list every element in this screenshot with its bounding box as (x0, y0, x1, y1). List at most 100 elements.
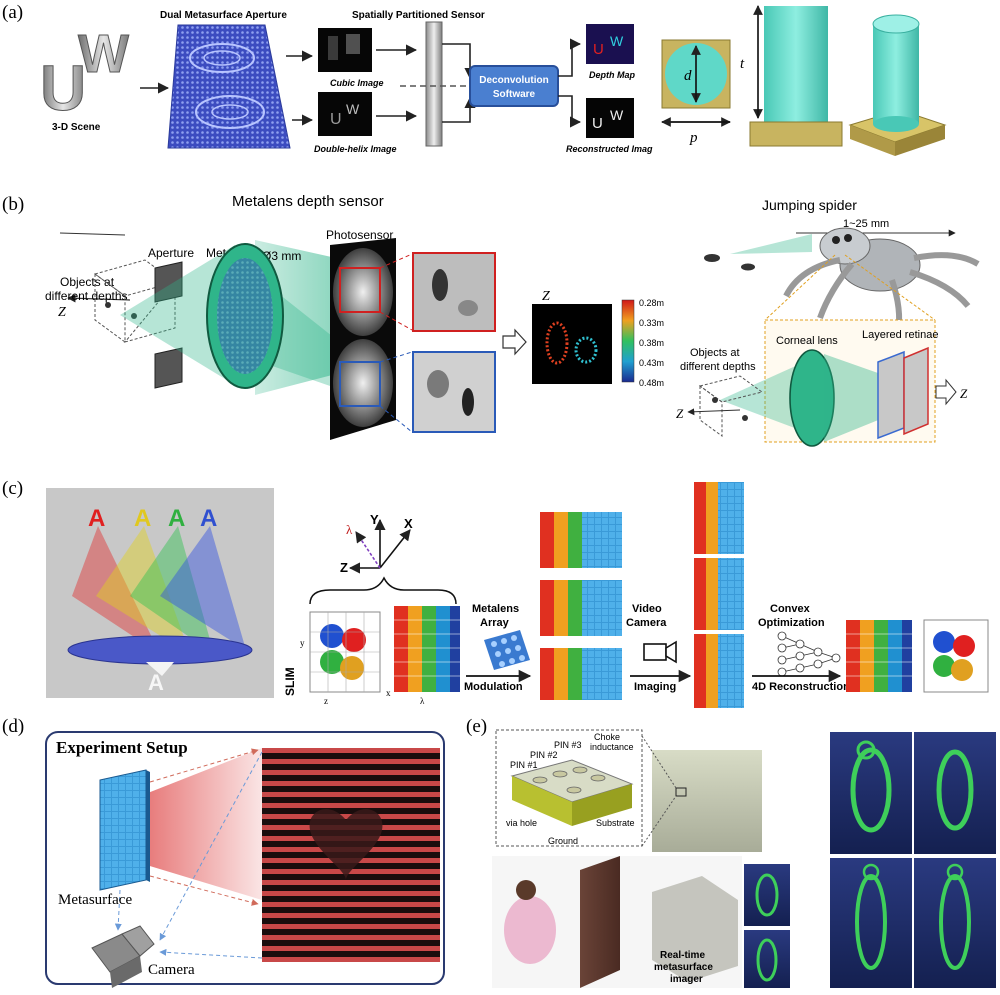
svg-text:U: U (330, 111, 342, 128)
c-slim: SLIM (283, 667, 297, 696)
b-depth-map (532, 304, 612, 384)
cubic-label: Cubic Image (330, 78, 384, 88)
c-convex-1: Convex (770, 603, 811, 615)
d-title: Experiment Setup (56, 738, 188, 757)
b-depth-z: Z (542, 289, 550, 304)
e-imager-2: metasurface (654, 962, 713, 973)
b-light-cone (120, 245, 235, 385)
dim-d: d (684, 68, 692, 84)
svg-text:U: U (592, 115, 603, 132)
b-colorbar (621, 299, 635, 383)
panel-a-label: (a) (2, 2, 24, 23)
software-label-1: Deconvolution (479, 75, 548, 86)
helix-image (318, 92, 372, 136)
c-letter-green: A (168, 505, 185, 532)
c-camera-icon (643, 643, 667, 661)
c-metalens-disc (67, 635, 253, 665)
b-objects-2: different depths (45, 289, 128, 303)
c-video-2: Camera (626, 617, 667, 629)
b-z-axis (59, 232, 126, 236)
aperture-title: Dual Metasurface Aperture (160, 10, 287, 21)
c-letter-blue: A (200, 505, 217, 532)
dim-p: p (689, 130, 698, 146)
e-board-photo (652, 750, 762, 852)
colorbar-tick-3: 0.43m (639, 358, 664, 368)
sensor-title: Spatially Partitioned Sensor (352, 10, 485, 21)
panel-b: Metalens depth sensor Z Objects at diffe… (45, 193, 635, 440)
cubic-image (318, 28, 372, 72)
layered-retinae: Layered retinae (862, 329, 938, 341)
b-spider-section: Jumping spider 1~25 mm Corneal lens Laye… (676, 197, 980, 447)
e-wall (580, 856, 620, 988)
dim-t: t (740, 56, 745, 72)
reconstructed-image (586, 98, 634, 138)
e-pin2: PIN #2 (530, 750, 558, 760)
e-choke-1: Choke (594, 732, 620, 742)
e-imager-1: Real-time (660, 950, 705, 961)
c-captured-stack (694, 482, 744, 708)
c-output-cube (923, 619, 989, 693)
c-axis-y: Y (370, 512, 379, 527)
c-output-spectral-cube (846, 620, 912, 692)
spider-title: Jumping spider (762, 197, 857, 213)
panel-e: PIN #1 PIN #2 PIN #3 Choke inductance vi… (492, 729, 996, 988)
svg-text:U: U (593, 41, 604, 58)
c-letter-red: A (88, 505, 105, 532)
colorbar-tick-2: 0.38m (639, 338, 664, 348)
recon-label: Reconstructed Imag (566, 144, 653, 154)
b-title: Metalens depth sensor (232, 193, 384, 210)
zoom-image-top (412, 252, 496, 332)
retina-1 (877, 350, 905, 440)
corneal-lens: Corneal lens (776, 335, 838, 347)
aperture-swirl-bottom (195, 95, 265, 129)
e-pin1: PIN #1 (510, 760, 538, 770)
corneal-lens-shape (789, 349, 835, 447)
partitioned-sensor (425, 21, 443, 147)
svg-text:W: W (610, 33, 624, 49)
panel-e-label: (e) (466, 716, 488, 737)
c-imaging: Imaging (634, 681, 676, 693)
c-axis-x: X (404, 516, 413, 531)
b-aperture: Aperture (148, 246, 194, 260)
c-video-1: Video (632, 603, 662, 615)
c-cube-lambda: λ (420, 696, 425, 706)
scene-letter-u: U (40, 52, 86, 124)
panel-d (45, 731, 445, 988)
c-reconstruction: 4D Reconstruction (752, 681, 850, 693)
colorbar-tick-0: 0.28m (639, 298, 664, 308)
e-ground: Ground (548, 836, 578, 846)
spider-z-out: Z (960, 386, 968, 401)
depth-label: Depth Map (589, 70, 636, 80)
heart-object (309, 809, 383, 880)
aperture-plate-bottom (154, 347, 183, 389)
scene-label: 3-D Scene (52, 122, 101, 133)
d-camera-label: Camera (148, 962, 195, 978)
c-axis-lambda: λ (346, 522, 353, 537)
c-modulation: Modulation (464, 681, 523, 693)
c-axis-z: Z (340, 560, 348, 575)
panel-b-label: (b) (2, 194, 25, 215)
depth-map-image (586, 24, 634, 64)
d-metasurface-label: Metasurface (58, 892, 133, 908)
c-cube-z: z (324, 696, 328, 706)
b-diameter: Ø3 mm (262, 249, 301, 263)
c-modulated-stack (540, 512, 622, 700)
panel-c: A A A A A λ Y X Z SLIM y x z (46, 482, 989, 708)
c-cube-y: y (300, 638, 305, 648)
pillar-substrate (749, 121, 843, 147)
retina-2 (903, 346, 929, 436)
c-cube-x: x (386, 688, 391, 698)
b-output-arrow (502, 328, 527, 356)
colorbar-tick-4: 0.48m (639, 378, 664, 388)
c-metalens-array-2: Array (480, 617, 510, 629)
panel-a: U W 3-D Scene Dual Metasurface Aperture … (40, 5, 947, 156)
b-objects2-1: Objects at (690, 347, 740, 359)
b-z-label: Z (58, 305, 66, 320)
c-base-letter: A (148, 670, 164, 695)
c-convex-2: Optimization (758, 617, 825, 629)
e-choke-2: inductance (590, 742, 634, 752)
c-spectral-cube (394, 606, 460, 692)
colorbar-tick-1: 0.33m (639, 318, 664, 328)
c-neural-net (777, 631, 841, 677)
